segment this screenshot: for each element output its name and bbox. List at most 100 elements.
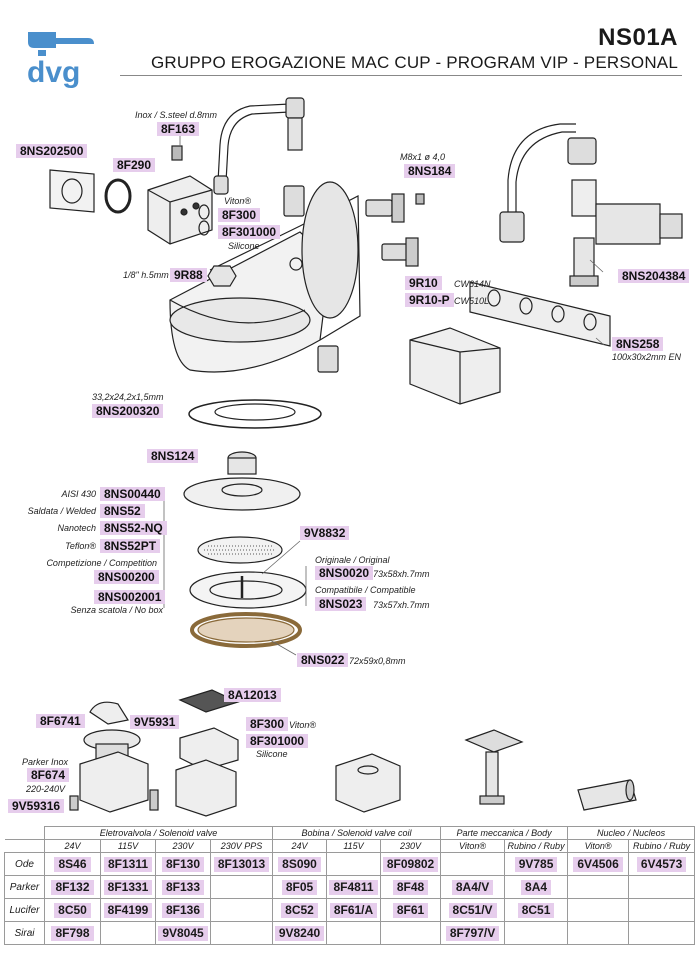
part-code[interactable]: 8S090 xyxy=(278,856,321,872)
code-8NS52PT[interactable]: 8NS52PT xyxy=(100,539,161,553)
row-brand-label: Lucifer xyxy=(4,898,45,922)
code-8NS002001[interactable]: 8NS002001 xyxy=(94,590,166,604)
code-8NS204384[interactable]: 8NS204384 xyxy=(618,269,690,283)
part-code[interactable]: 8F48 xyxy=(392,879,429,895)
table-cell xyxy=(440,852,506,876)
part-code[interactable]: 8F4199 xyxy=(103,902,153,918)
table-row: Lucifer 8C50 8F4199 8F136 8C52 8F61/A 8F61 8C51… xyxy=(4,898,696,922)
table-cell: 8F136 xyxy=(155,898,211,922)
nucleus xyxy=(577,779,637,811)
table-cell: 8C51 xyxy=(504,898,569,922)
code-8F301000-top[interactable]: 8F301000 xyxy=(218,225,281,239)
part-code[interactable]: 8C51/V xyxy=(448,902,497,918)
code-8F6741[interactable]: 8F6741 xyxy=(36,714,85,728)
note-8NS258: 100x30x2mm EN xyxy=(612,352,682,362)
part-code[interactable]: 8F4811 xyxy=(329,879,378,895)
note-8NS023: Compatibile / Compatible xyxy=(315,585,416,595)
part-code[interactable]: 8C52 xyxy=(281,902,318,918)
code-8NS184[interactable]: 8NS184 xyxy=(404,164,456,178)
table-cell: 8F61/A xyxy=(326,898,382,922)
table-cell: 9V785 xyxy=(504,852,569,876)
note-8NS0020: Originale / Original xyxy=(315,555,390,565)
part-code[interactable]: 8F1331 xyxy=(103,879,153,895)
code-9R10-P[interactable]: 9R10-P xyxy=(405,293,454,307)
spring-8F6741 xyxy=(89,701,129,725)
part-code[interactable]: 8F797/V xyxy=(445,925,500,941)
part-code[interactable]: 8F136 xyxy=(161,902,205,918)
code-8NS00440[interactable]: 8NS00440 xyxy=(100,487,165,501)
title-divider xyxy=(120,75,682,76)
part-code[interactable]: 9V8045 xyxy=(158,925,208,941)
table-cell: 6V4506 xyxy=(567,852,630,876)
code-8F674[interactable]: 8F674 xyxy=(27,768,70,782)
code-8NS022[interactable]: 8NS022 xyxy=(297,653,349,667)
code-9V8832[interactable]: 9V8832 xyxy=(300,526,350,540)
code-8F290[interactable]: 8F290 xyxy=(113,158,156,172)
fitting-8F163 xyxy=(171,145,183,161)
part-code[interactable]: 8F61/A xyxy=(329,902,378,918)
note-8NS00200: Competizione / Competition xyxy=(46,558,157,568)
code-9R88[interactable]: 9R88 xyxy=(170,268,207,282)
table-cell: 8C51/V xyxy=(440,898,506,922)
part-code[interactable]: 8A4/V xyxy=(451,879,494,895)
part-code[interactable]: 8F1311 xyxy=(103,856,153,872)
col-header: Rubino / Ruby xyxy=(504,839,569,853)
table-cell: 8F1311 xyxy=(100,852,156,876)
table-column-header: 24V 115V 230V 230V PPS 24V 115V 230V Vit… xyxy=(4,839,696,853)
table-cell xyxy=(209,898,274,922)
group-flange xyxy=(301,181,359,319)
part-code[interactable]: 8F130 xyxy=(161,856,205,872)
part-code[interactable]: 6V4506 xyxy=(573,856,623,872)
code-9V5931[interactable]: 9V5931 xyxy=(130,715,180,729)
part-code[interactable]: 8F61 xyxy=(392,902,429,918)
col-header: 115V xyxy=(100,839,156,853)
code-8NS258[interactable]: 8NS258 xyxy=(612,337,664,351)
code-8F300-bottom[interactable]: 8F300 xyxy=(246,717,289,731)
code-8NS0020[interactable]: 8NS0020 xyxy=(315,566,374,580)
code-8NS124[interactable]: 8NS124 xyxy=(147,449,199,463)
part-code[interactable]: 8F09802 xyxy=(382,856,439,872)
mechanical-body xyxy=(464,729,524,753)
part-code[interactable]: 6V4573 xyxy=(636,856,687,872)
note-8NS002001: Senza scatola / No box xyxy=(70,605,163,615)
code-9R10[interactable]: 9R10 xyxy=(405,276,442,290)
note-8F300-viton: Viton® xyxy=(224,196,251,206)
code-8NS52[interactable]: 8NS52 xyxy=(100,504,145,518)
code-9V59316[interactable]: 9V59316 xyxy=(8,799,65,813)
col-header: 24V xyxy=(44,839,101,853)
code-8F163[interactable]: 8F163 xyxy=(157,122,200,136)
part-code[interactable]: 8F05 xyxy=(281,879,318,895)
code-8F300-top[interactable]: 8F300 xyxy=(218,208,261,222)
col-header: 115V xyxy=(326,839,382,853)
row-brand-label: Parker xyxy=(4,875,45,899)
part-code[interactable]: 8A4 xyxy=(521,879,552,895)
shower-holder xyxy=(183,477,301,511)
part-code[interactable]: 8S46 xyxy=(54,856,91,872)
part-code[interactable]: 8F798 xyxy=(51,925,94,941)
table-cell: 8S090 xyxy=(272,852,328,876)
part-code[interactable]: 8C51 xyxy=(517,902,555,918)
note-8NS52PT: Teflon® xyxy=(65,541,96,551)
part-code[interactable]: 8F133 xyxy=(161,879,205,895)
exploded-diagram xyxy=(49,97,683,817)
code-8F301000-bottom[interactable]: 8F301000 xyxy=(246,734,309,748)
code-8NS52-NQ[interactable]: 8NS52-NQ xyxy=(100,521,167,535)
code-8NS00200[interactable]: 8NS00200 xyxy=(94,570,159,584)
parts-table: Eletrovalvola / Solenoid valve Bobina / … xyxy=(4,826,696,945)
code-8A12013[interactable]: 8A12013 xyxy=(224,688,281,702)
table-row: Parker 8F132 8F1331 8F133 8F05 8F4811 8F48 8A4/… xyxy=(4,875,696,899)
table-cell: 8C52 xyxy=(272,898,328,922)
code-8NS200320[interactable]: 8NS200320 xyxy=(92,404,164,418)
part-code[interactable]: 8C50 xyxy=(54,902,91,918)
valve-block xyxy=(147,175,213,245)
page-title: GRUPPO EROGAZIONE MAC CUP - PROGRAM VIP … xyxy=(150,53,678,72)
part-code[interactable]: 8F132 xyxy=(51,879,94,895)
part-code[interactable]: 9V8240 xyxy=(274,925,325,941)
code-8NS023[interactable]: 8NS023 xyxy=(315,597,367,611)
table-corner xyxy=(4,826,45,840)
note-8NS52: Saldata / Welded xyxy=(27,506,96,516)
note-parker-inox: Parker Inox xyxy=(22,757,69,767)
code-8NS202500[interactable]: 8NS202500 xyxy=(16,144,88,158)
part-code[interactable]: 8F13013 xyxy=(213,856,270,872)
part-code[interactable]: 9V785 xyxy=(514,856,558,872)
